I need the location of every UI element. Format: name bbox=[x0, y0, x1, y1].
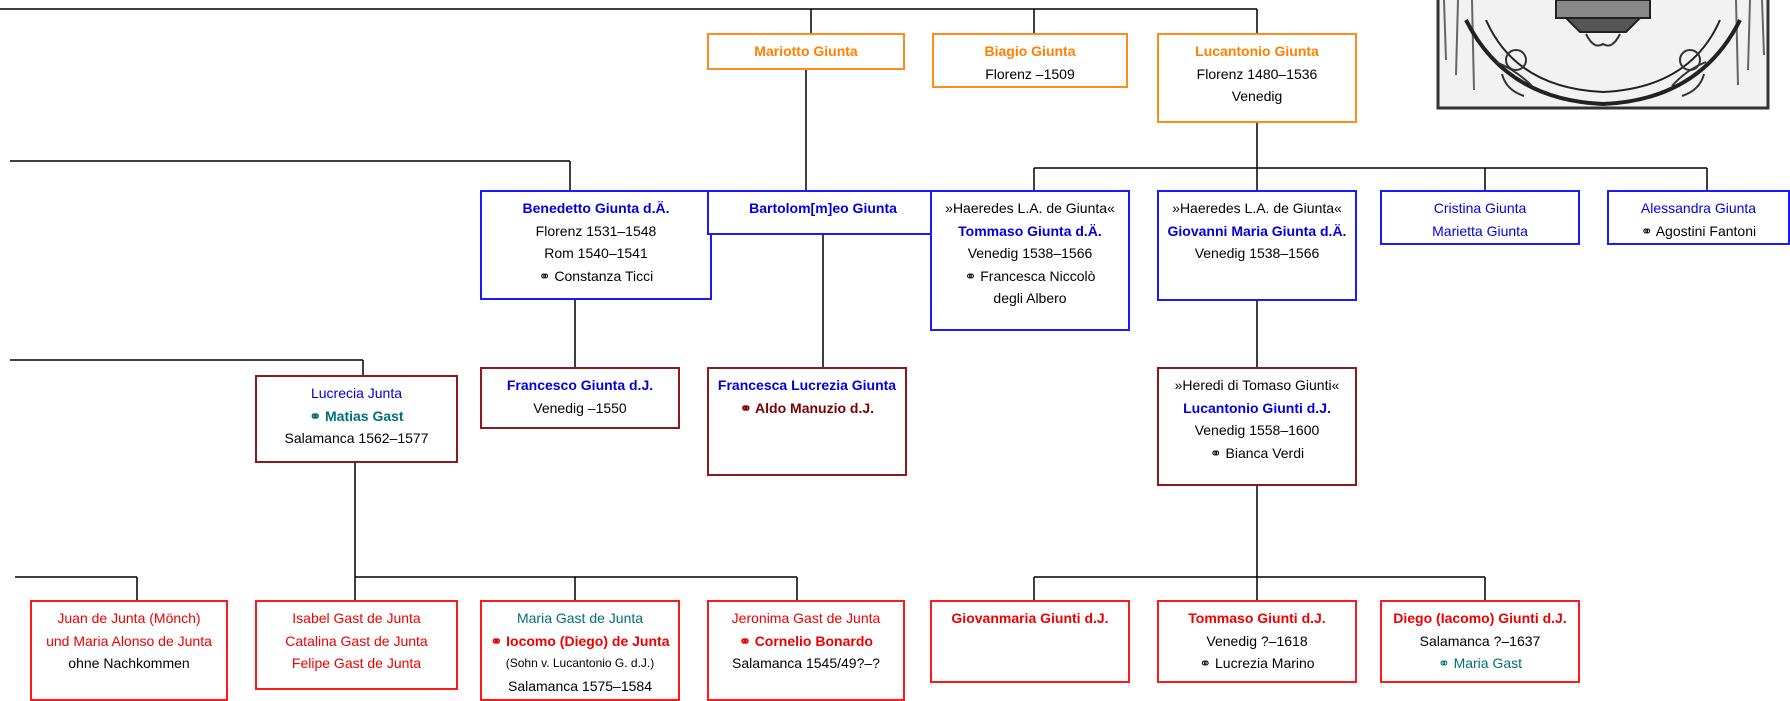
person-line: ⚭ Constanza Ticci bbox=[538, 267, 654, 284]
person-line: Salamanca 1575–1584 bbox=[507, 677, 652, 694]
person-line: ⚭ Lucrezia Marino bbox=[1199, 655, 1315, 671]
person-box-jeronima: Jeronima Gast de Junta ⚭ Cornelio Bonardo… bbox=[707, 600, 905, 701]
person-line: Isabel Gast de Junta bbox=[292, 610, 421, 626]
person-line: Lucantonio Giunti d.J. bbox=[1183, 399, 1331, 416]
person-line: Jeronima Gast de Junta bbox=[731, 610, 881, 626]
person-box-francesca: Francesca Lucrezia Giunta ⚭ Aldo Manuzio … bbox=[707, 367, 907, 476]
person-line: Lucrecia Junta bbox=[310, 385, 403, 401]
person-line: ⚭ Cornelio Bonardo bbox=[739, 632, 873, 649]
person-line: ⚭ Matias Gast bbox=[309, 407, 404, 424]
person-line: Francesco Giunta d.J. bbox=[506, 377, 654, 393]
person-box-mariotto: Mariotto Giunta bbox=[707, 33, 905, 70]
person-box-giovanni-maria: »Haeredes L.A. de Giunta« Giovanni Maria … bbox=[1157, 190, 1357, 301]
person-box-maria-gast: Maria Gast de Junta ⚭ Iocomo (Diego) de J… bbox=[480, 600, 680, 701]
person-box-diego: Diego (Iacomo) Giunti d.J. Salamanca ?–16… bbox=[1380, 600, 1580, 683]
person-box-juan: Juan de Junta (Mönch) und Maria Alonso de… bbox=[30, 600, 228, 701]
person-line: degli Albero bbox=[993, 290, 1067, 306]
person-line: Marietta Giunta bbox=[1432, 222, 1528, 239]
person-line: Catalina Gast de Junta bbox=[285, 632, 428, 649]
person-line: ⚭ Maria Gast bbox=[1437, 655, 1523, 671]
person-line: Venedig 1558–1600 bbox=[1194, 422, 1320, 438]
person-line: Mariotto Giunta bbox=[754, 43, 858, 59]
person-line: ⚭ Francesca Niccolò bbox=[964, 267, 1096, 284]
person-line: Diego (Iacomo) Giunti d.J. bbox=[1393, 610, 1567, 626]
person-line: »Haeredes L.A. de Giunta« bbox=[1172, 200, 1342, 216]
person-line: Venedig 1538–1566 bbox=[1194, 245, 1320, 261]
person-line: Rom 1540–1541 bbox=[544, 245, 648, 261]
person-line: Salamanca 1562–1577 bbox=[284, 430, 429, 446]
person-line: ⚭ Aldo Manuzio d.J. bbox=[739, 399, 875, 416]
person-line: Lucantonio Giunta bbox=[1195, 43, 1319, 59]
person-line: Cristina Giunta bbox=[1433, 200, 1527, 216]
person-line: ⚭ Iocomo (Diego) de Junta bbox=[490, 632, 670, 649]
person-line: ⚭ Agostini Fantoni bbox=[1640, 222, 1757, 239]
person-line: Venedig bbox=[1231, 88, 1283, 104]
person-line: Tommaso Giunti d.J. bbox=[1188, 610, 1326, 626]
person-line: Francesca Lucrezia Giunta bbox=[717, 377, 897, 393]
printer-seal-image bbox=[1436, 0, 1770, 110]
person-box-alessandra: Alessandra Giunta ⚭ Agostini Fantoni bbox=[1607, 190, 1790, 245]
person-box-tommaso-dj: Tommaso Giunti d.J. Venedig ?–1618 ⚭ Lucre… bbox=[1157, 600, 1357, 683]
person-line: Felipe Gast de Junta bbox=[291, 655, 422, 671]
person-line: ⚭ Bianca Verdi bbox=[1209, 444, 1305, 461]
person-line: Maria Gast de Junta bbox=[516, 610, 644, 626]
person-line: Venedig ?–1618 bbox=[1206, 632, 1308, 649]
person-line: Giovanmaria Giunti d.J. bbox=[951, 610, 1109, 626]
person-line: (Sohn v. Lucantonio G. d.J.) bbox=[505, 656, 655, 670]
person-line: »Haeredes L.A. de Giunta« bbox=[945, 200, 1115, 216]
person-line: Biagio Giunta bbox=[984, 43, 1076, 59]
person-line: Florenz 1531–1548 bbox=[535, 222, 657, 239]
person-line: Florenz –1509 bbox=[985, 65, 1075, 82]
person-line: Salamanca ?–1637 bbox=[1419, 632, 1541, 649]
person-line: Bartolom[m]eo Giunta bbox=[749, 200, 897, 216]
person-box-giovanmaria-dj: Giovanmaria Giunti d.J. bbox=[930, 600, 1130, 683]
person-line: »Heredi di Tomaso Giunti« bbox=[1174, 377, 1340, 393]
person-box-heredi: »Heredi di Tomaso Giunti« Lucantonio Giun… bbox=[1157, 367, 1357, 486]
person-line: Venedig 1538–1566 bbox=[967, 245, 1093, 261]
person-box-francesco: Francesco Giunta d.J. Venedig –1550 bbox=[480, 367, 680, 429]
person-line: Salamanca 1545/49?–? bbox=[732, 655, 880, 671]
person-box-tommaso-da: »Haeredes L.A. de Giunta« Tommaso Giunta … bbox=[930, 190, 1130, 331]
person-line: Benedetto Giunta d.Ä. bbox=[522, 200, 670, 216]
person-line: Giovanni Maria Giunta d.Ä. bbox=[1167, 222, 1347, 239]
person-line: Florenz 1480–1536 bbox=[1196, 65, 1318, 82]
person-line: Alessandra Giunta bbox=[1640, 200, 1757, 216]
person-line: Tommaso Giunta d.Ä. bbox=[958, 222, 1102, 239]
person-line: Venedig –1550 bbox=[533, 399, 627, 416]
person-box-bartolomeo: Bartolom[m]eo Giunta bbox=[707, 190, 939, 235]
person-line: und Maria Alonso de Junta bbox=[46, 632, 212, 649]
person-line: ohne Nachkommen bbox=[68, 655, 190, 671]
person-line: Juan de Junta (Mönch) bbox=[57, 610, 201, 626]
